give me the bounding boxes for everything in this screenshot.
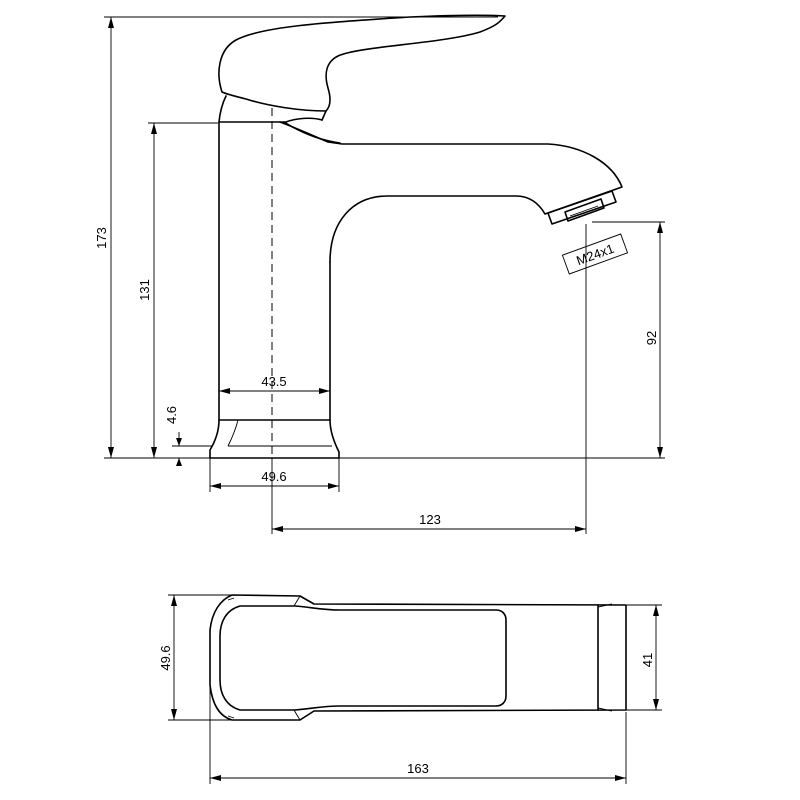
dim-width-body-label: 43.5 <box>261 374 286 389</box>
dim-spout-height: 92 <box>644 222 663 458</box>
aerator-thread-callout: M24x1 <box>561 233 629 275</box>
dim-top-width-spout-label: 41 <box>640 653 655 667</box>
dim-height-total: 173 <box>94 17 114 458</box>
aerator-thread-label: M24x1 <box>574 241 616 268</box>
dim-top-length-label: 163 <box>407 761 429 776</box>
dim-top-width-base: 49.6 <box>158 595 177 720</box>
dim-top-width-spout: 41 <box>640 605 659 710</box>
dim-width-base: 49.6 <box>210 469 339 489</box>
extension-lines <box>104 16 665 534</box>
top-extension-lines <box>168 594 662 784</box>
top-outline <box>209 594 627 721</box>
spout <box>279 121 623 263</box>
dim-height-body-label: 131 <box>137 279 152 301</box>
dim-spout-reach-label: 123 <box>419 512 441 527</box>
top-spout-tip <box>597 603 613 712</box>
dim-height-total-label: 173 <box>94 227 109 249</box>
faucet-body <box>218 121 331 421</box>
dim-width-body: 43.5 <box>219 374 330 394</box>
top-lever <box>219 605 507 711</box>
top-view: 49.6 41 163 <box>158 594 662 784</box>
dim-spout-height-label: 92 <box>644 331 659 345</box>
dim-height-base-label: 4.6 <box>164 406 179 424</box>
dim-top-width-base-label: 49.6 <box>158 645 173 670</box>
dim-top-length: 163 <box>210 761 626 781</box>
handle-collar <box>218 95 323 123</box>
dim-width-base-label: 49.6 <box>261 469 286 484</box>
dim-height-base: 4.6 <box>164 406 182 466</box>
faucet-base <box>209 419 340 459</box>
dim-height-body: 131 <box>137 123 157 458</box>
dim-spout-reach: 123 <box>272 512 586 532</box>
handle-lever <box>218 14 506 112</box>
aerator <box>547 190 617 268</box>
side-view: M24x1 173 131 4.6 43. <box>94 14 665 534</box>
